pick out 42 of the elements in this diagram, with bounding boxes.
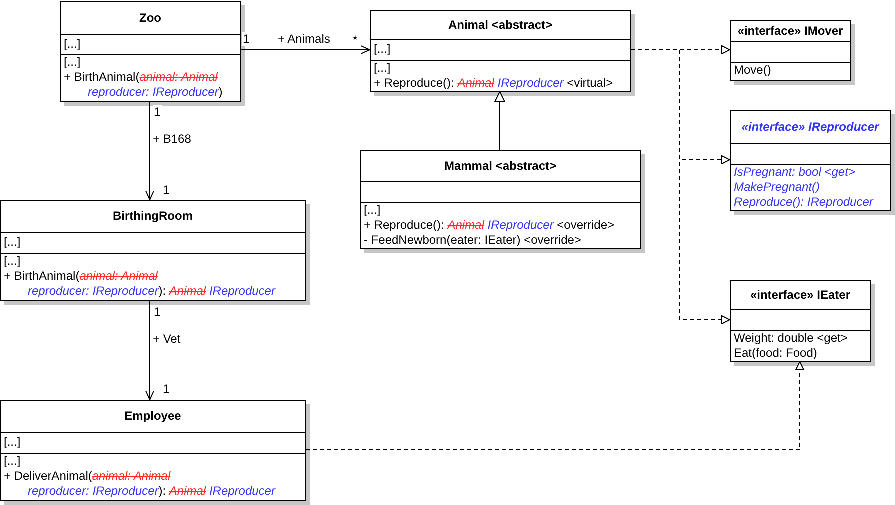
edge-label: + Animals [277, 32, 332, 46]
class-name: «interface» IEater [750, 288, 851, 302]
operation-text: [...] [374, 61, 392, 76]
operation-text: [...] [4, 254, 22, 269]
operation-text: + Reproduce(): Animal IReproducer <override> [364, 218, 614, 233]
operation-text: MakePregnant() [734, 180, 820, 195]
generalization-arrow [494, 92, 506, 150]
attribute-text: [...] [4, 235, 22, 250]
class-name: BirthingRoom [113, 209, 193, 224]
operation-text: [...] [4, 454, 22, 469]
association-arrow [240, 46, 370, 54]
attribute-text: [...] [64, 37, 82, 52]
class-name: Zoo [140, 10, 162, 26]
class-name: Employee [124, 409, 182, 424]
operation-text: + BirthAnimal(animal: Animal reproducer: IReproducer) [64, 70, 223, 100]
operation-text: Move() [734, 63, 772, 78]
multiplicity-label: 1 [162, 183, 171, 197]
edge-label: + Vet [152, 332, 182, 346]
class-name: «interface» IReproducer [742, 120, 880, 134]
operation-text: - FeedNewborn(eater: IEater) <override> [364, 233, 582, 248]
multiplicity-label: 1 [153, 305, 162, 319]
realization-arrow [306, 362, 804, 450]
operation-text: Reproduce(): IReproducer [734, 195, 874, 210]
edge-label: + B168 [152, 132, 192, 146]
multiplicity-label: 1 [242, 32, 251, 46]
class-name: Animal <abstract> [448, 18, 553, 32]
operation-text: + Reproduce(): Animal IReproducer <virtual> [374, 76, 614, 91]
operation-text: + BirthAnimal(animal: Animal reproducer: IReproducer): Animal IReproducer [4, 269, 276, 299]
class-name: «interface» IMover [738, 24, 844, 38]
operation-text: + DeliverAnimal(animal: Animal reproducer: IReproducer): Animal IReproducer [4, 469, 276, 499]
association-arrow [146, 300, 154, 400]
class-name: Mammal <abstract> [444, 158, 557, 174]
operation-text: Weight: double <get> [734, 331, 848, 346]
attribute-text: [...] [4, 435, 22, 450]
attribute-text: [...] [374, 42, 392, 57]
operation-text: IsPregnant: bool <get> [734, 165, 856, 180]
multiplicity-label: 1 [153, 105, 162, 119]
operation-text: Eat(food: Food) [734, 346, 818, 361]
operation-text: [...] [64, 55, 82, 70]
association-arrow [146, 102, 154, 200]
operation-text: [...] [364, 203, 382, 218]
multiplicity-label: 1 [162, 382, 171, 396]
